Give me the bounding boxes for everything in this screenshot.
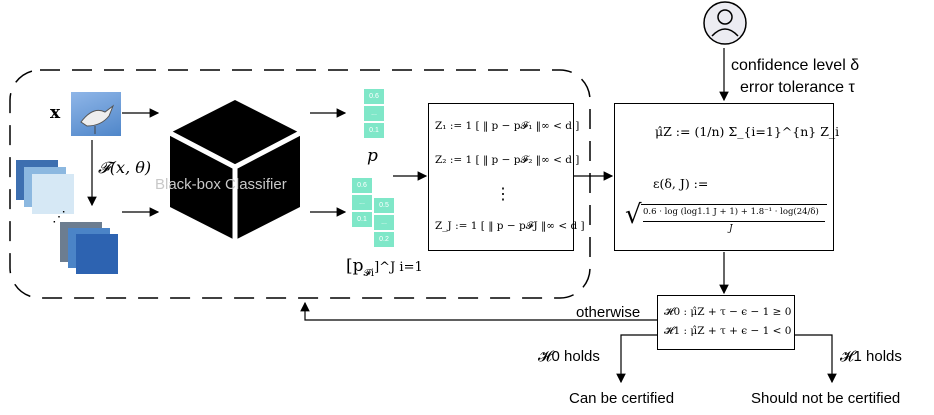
prob-cell: 0.2 bbox=[374, 232, 394, 247]
bird-icon bbox=[80, 104, 115, 134]
prob-cell: ... bbox=[352, 195, 372, 210]
otherwise-label: otherwise bbox=[576, 304, 641, 321]
prob-cell: 0.5 bbox=[374, 198, 394, 213]
z-row: Z₁ := 1 [ ‖ p − p𝓕₁ ‖∞ < d ] bbox=[435, 120, 580, 132]
augmented-stack: ⋰ bbox=[16, 160, 126, 275]
hypothesis-box: 𝓗0 : μ̂Z + τ − ϵ − 1 ≥ 0 𝓗1 : μ̂Z + τ + … bbox=[657, 295, 795, 350]
classifier-cube bbox=[168, 100, 302, 240]
p-label: p bbox=[367, 146, 378, 166]
prob-cell: 0.6 bbox=[364, 89, 384, 104]
prob-cell: ... bbox=[364, 106, 384, 121]
pf-label: [p𝓕i]^J i=1 bbox=[346, 256, 423, 279]
pf-range: ]^J i=1 bbox=[374, 260, 423, 275]
mu-estimator: μ̂Z := (1/n) Σ_{i=1}^{n} Z_i bbox=[655, 124, 840, 139]
z-row: Z_J := 1 [ ‖ p − p𝓕J ‖∞ < d ] bbox=[435, 220, 585, 232]
input-image bbox=[71, 92, 121, 136]
sqrt-numerator: 0.6 · log (log1.1 J + 1) + 1.8⁻¹ · log(2… bbox=[643, 207, 819, 217]
indicator-box: Z₁ := 1 [ ‖ p − p𝓕₁ ‖∞ < d ] Z₂ := 1 [ ‖… bbox=[428, 103, 585, 251]
eps-definition: ε(δ, J) := bbox=[653, 176, 709, 191]
h1-test: 𝓗1 : μ̂Z + τ + ϵ − 1 < 0 bbox=[664, 325, 792, 337]
prob-cell: 0.1 bbox=[352, 212, 372, 227]
dashed-region bbox=[9, 69, 591, 299]
h0-test: 𝓗0 : μ̂Z + τ − ϵ − 1 ≥ 0 bbox=[664, 306, 792, 318]
prob-cell: 0.6 bbox=[352, 178, 372, 193]
prob-cell: 0.1 bbox=[364, 123, 384, 138]
input-x-label: x bbox=[50, 103, 61, 123]
h1-holds-label: 𝓗1 holds bbox=[840, 348, 902, 365]
z-row: Z₂ := 1 [ ‖ p − p𝓕₂ ‖∞ < d ] bbox=[435, 154, 580, 166]
can-certify-label: Can be certified bbox=[569, 390, 675, 407]
tolerance-label: error tolerance τ bbox=[740, 79, 855, 96]
cannot-certify-label: Should not be certified bbox=[751, 390, 901, 407]
user-avatar-icon bbox=[703, 1, 747, 45]
prob-cell: ... bbox=[374, 215, 394, 230]
transform-label: 𝓕(x, θ) bbox=[98, 158, 152, 177]
sqrt-icon: √ bbox=[625, 200, 642, 230]
estimator-box: μ̂Z := (1/n) Σ_{i=1}^{n} Z_i ε(δ, J) := … bbox=[614, 103, 839, 251]
h0-holds-label: 𝓗0 holds bbox=[538, 348, 600, 365]
classifier-label: Black-box Classifier bbox=[155, 176, 287, 193]
z-row: ⋮ bbox=[495, 184, 511, 203]
confidence-label: confidence level δ bbox=[731, 57, 860, 74]
sqrt-denominator: J bbox=[729, 224, 733, 234]
